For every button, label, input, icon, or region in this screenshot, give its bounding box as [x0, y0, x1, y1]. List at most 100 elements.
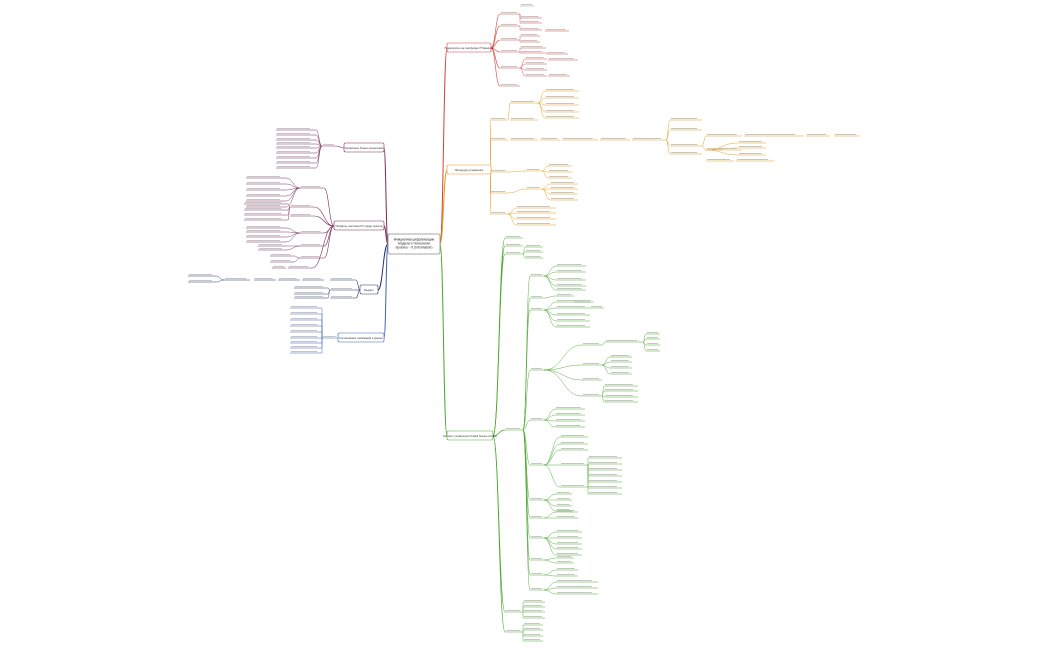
central-topic-line-1: Инициатива цифровизации	[394, 238, 435, 242]
connector-line	[355, 289, 361, 299]
connector-line	[215, 275, 225, 281]
connector-line	[537, 90, 546, 104]
connector-line	[285, 231, 301, 234]
connector-line	[543, 499, 557, 512]
connector-line	[665, 119, 671, 141]
connector-line	[327, 289, 331, 299]
branch-box	[333, 220, 385, 231]
branch-label: Профиль участника ИТ-среды проекта	[336, 224, 383, 228]
connector-line	[543, 557, 557, 561]
central-topic-line-2: Модели и технологии	[398, 242, 430, 246]
connector-line	[543, 589, 557, 595]
connector-line	[383, 243, 389, 339]
connector-line	[439, 169, 448, 245]
connector-line	[522, 369, 531, 431]
connector-line	[355, 279, 361, 291]
connector-line	[543, 569, 557, 576]
connector-line	[543, 408, 556, 421]
connector-line	[315, 145, 323, 169]
connector-line	[490, 47, 501, 53]
connector-line	[383, 225, 389, 245]
connector-line	[522, 429, 531, 539]
connector-line	[522, 429, 531, 466]
connector-line	[665, 129, 671, 141]
connector-line	[541, 183, 551, 190]
connector-line	[522, 419, 531, 431]
connector-line	[601, 356, 611, 366]
connector-line	[519, 58, 526, 69]
connector-line	[701, 145, 707, 151]
connector-line	[492, 429, 506, 437]
leaf-nodes	[188, 3, 860, 642]
connector-line	[541, 170, 549, 179]
connector-line	[543, 364, 583, 371]
branch-standarty[interactable]: Согласование требований и данных	[337, 332, 385, 343]
branch-label: Бюджет	[364, 288, 374, 292]
connector-line	[315, 145, 323, 164]
connector-line	[543, 443, 561, 466]
connector-line	[543, 436, 561, 466]
branch-upravlenie[interactable]: Процедуры управления	[446, 164, 492, 175]
connector-line	[543, 493, 557, 501]
branch-kontekst[interactable]: Контекст управления (Unified бизнес-логи…	[443, 430, 497, 441]
connector-line	[543, 309, 557, 328]
connector-line	[543, 511, 557, 519]
connector-line	[543, 307, 557, 311]
connector-line	[327, 287, 331, 291]
connector-line	[543, 369, 583, 381]
branch-box	[446, 430, 494, 441]
connector-line	[522, 253, 526, 259]
connector-line	[543, 275, 557, 287]
connector-line	[705, 149, 739, 156]
connector-line	[507, 170, 527, 173]
connector-line	[507, 188, 527, 194]
connector-line	[537, 102, 546, 119]
branch-budget[interactable]: Бюджет	[359, 284, 379, 295]
connector-line	[543, 275, 557, 291]
connector-line	[543, 265, 557, 277]
connector-line	[522, 251, 526, 255]
connector-line	[323, 225, 335, 259]
connector-line	[543, 464, 561, 488]
connector-line	[519, 67, 526, 77]
connector-line	[543, 369, 583, 397]
branch-predpriyatie[interactable]: Предприятие на платформе IT Минимум	[444, 42, 494, 53]
branch-box	[446, 164, 492, 175]
central-topic-line-3: проекты - IT (Information)	[396, 246, 433, 250]
branch-box	[337, 332, 385, 343]
connector-line	[701, 135, 707, 147]
connector-line	[285, 245, 301, 251]
connector-line	[543, 344, 583, 371]
connector-line	[323, 187, 335, 227]
connector-line	[543, 531, 557, 539]
branch-label: Контекст управления (Unified бизнес-логи…	[443, 434, 497, 438]
connector-line	[543, 559, 557, 564]
branch-label: Согласование требований и данных	[339, 336, 383, 340]
connector-line	[335, 145, 345, 149]
connector-line	[215, 279, 225, 283]
connector-line	[543, 587, 557, 591]
branch-sistema[interactable]: Управление бизнес-процессами	[343, 142, 385, 153]
connector-line	[285, 177, 301, 189]
connector-line	[642, 341, 647, 352]
connector-line	[543, 449, 561, 466]
connector-line	[522, 429, 531, 519]
branch-box	[446, 42, 492, 53]
connector-line	[543, 295, 557, 299]
connector-line	[665, 139, 671, 155]
branch-profil[interactable]: Профиль участника ИТ-среды проекта	[333, 220, 385, 231]
branch-label: Предприятие на платформе IT Минимум	[444, 46, 493, 50]
connector-line	[543, 309, 557, 322]
connector-line	[492, 253, 506, 437]
connector-line	[541, 165, 549, 172]
connector-line	[601, 395, 605, 403]
central-topic[interactable]: Инициатива цифровизации Модели и техноло…	[387, 233, 441, 255]
connector-line	[490, 47, 501, 87]
connector-line	[490, 25, 501, 49]
connector-line	[439, 47, 448, 245]
connector-line	[601, 341, 606, 346]
connector-line	[522, 429, 531, 591]
connector-line	[490, 13, 501, 49]
connector-line	[541, 188, 551, 201]
connector-line	[543, 574, 557, 577]
